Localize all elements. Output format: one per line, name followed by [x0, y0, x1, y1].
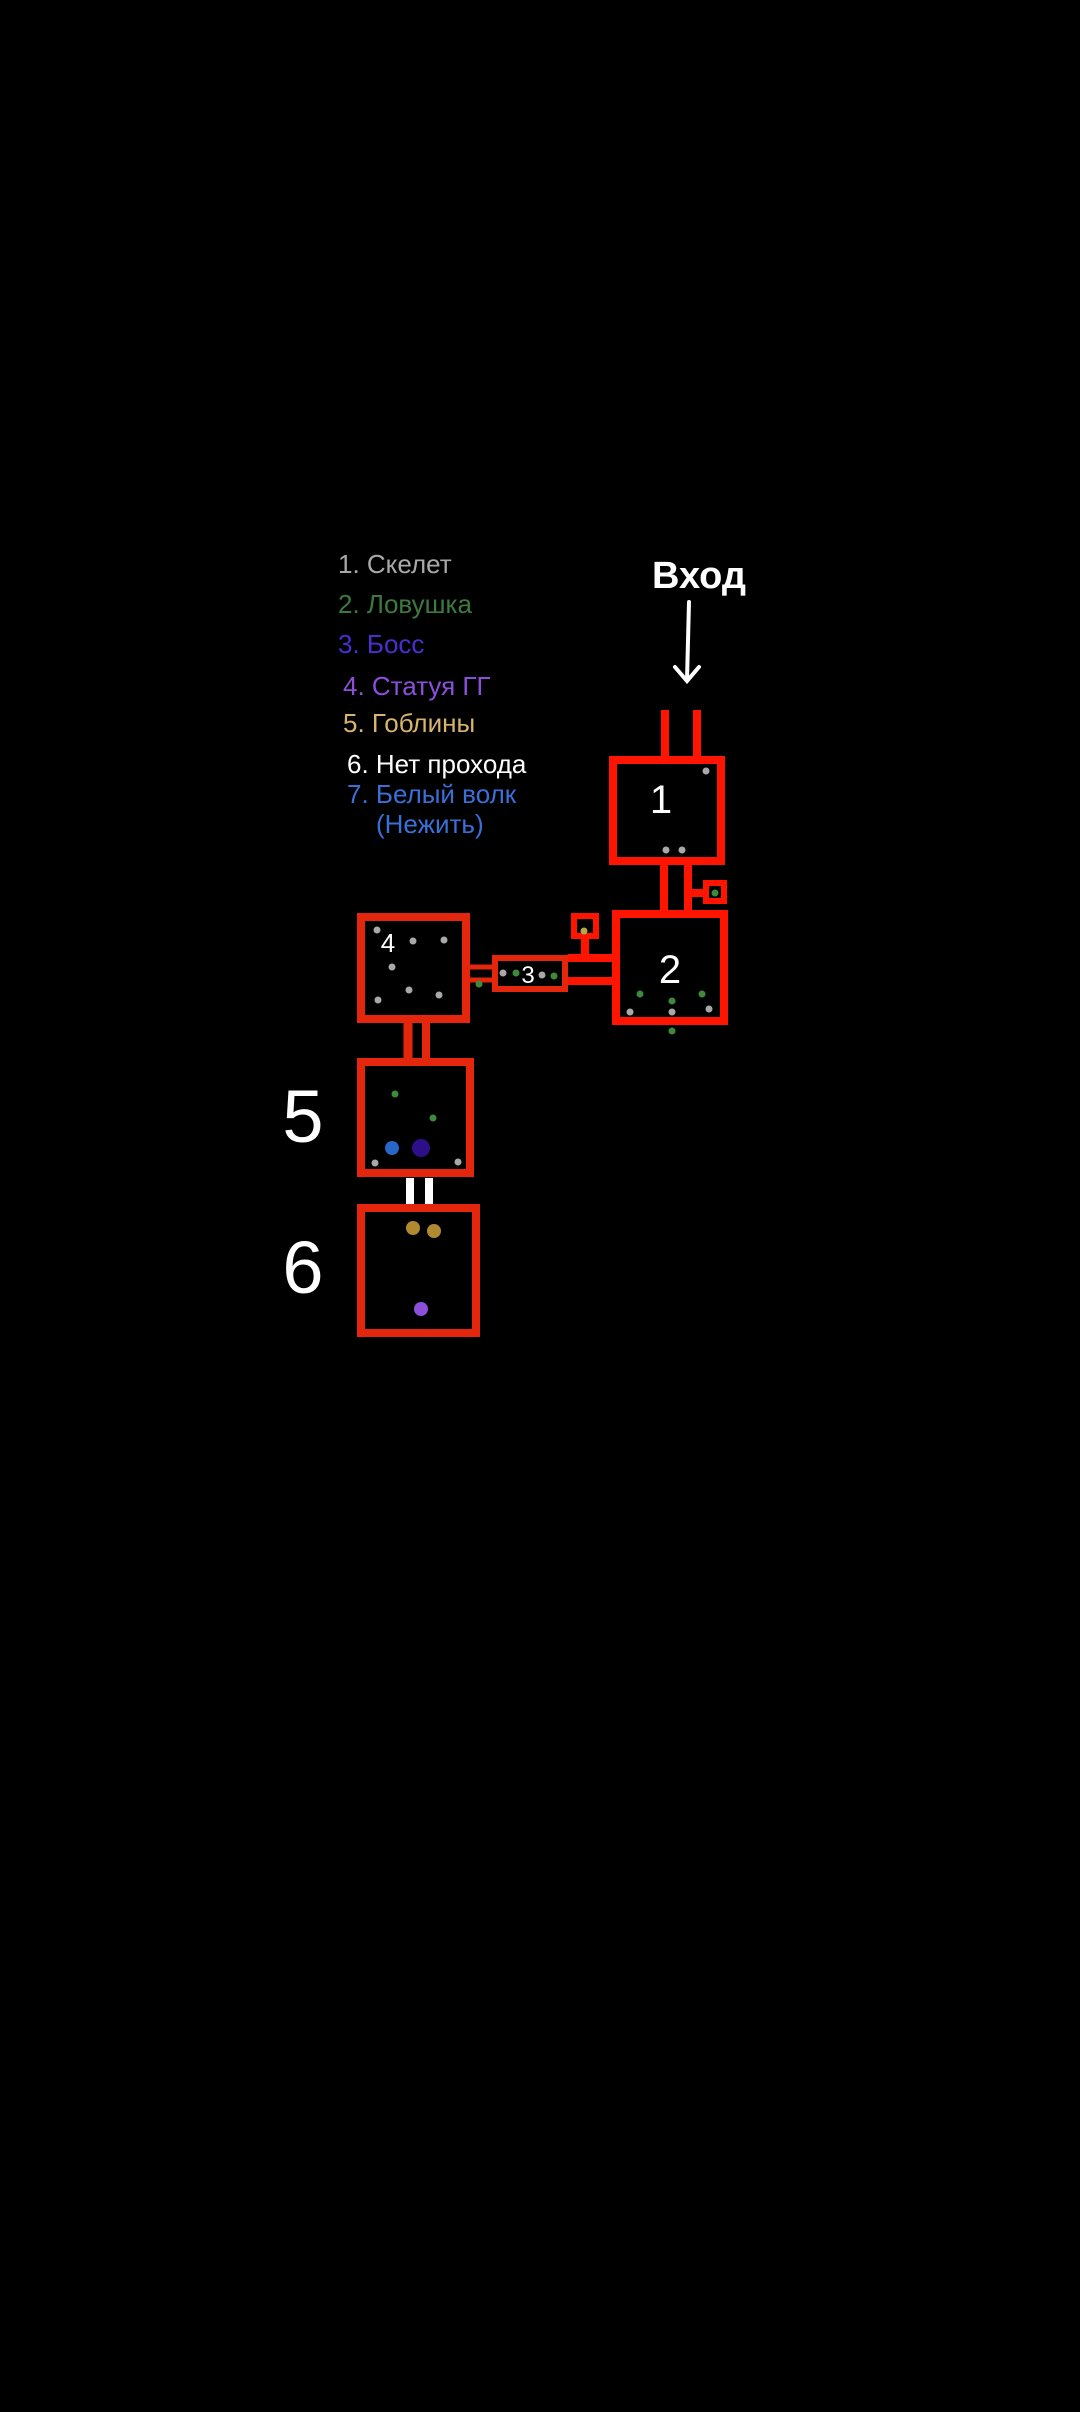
room-6-label: 6: [282, 1226, 323, 1309]
legend-white-wolf: 7. Белый волк: [347, 779, 517, 809]
legend: 1. Скелет 2. Ловушка 3. Босс 4. Статуя Г…: [338, 549, 527, 839]
side-room-2: [571, 913, 599, 939]
walls-lower: [357, 913, 568, 1337]
room-1: [609, 756, 725, 865]
goblin-marker: [406, 1221, 420, 1235]
room-2: [612, 910, 728, 1025]
legend-statue: 4. Статуя ГГ: [343, 671, 491, 701]
goblin-marker-small: [580, 927, 588, 935]
legend-boss: 3. Босс: [338, 629, 424, 659]
boss-marker: [412, 1139, 430, 1157]
entrance-label: Вход: [652, 555, 746, 597]
no-passage-bars: [406, 1178, 433, 1204]
room-5: [357, 1058, 474, 1177]
room-labels: 1 2 3 4 5 6: [282, 778, 681, 1309]
room-3-label: 3: [521, 962, 534, 989]
legend-skeleton: 1. Скелет: [338, 549, 452, 579]
room-4-label: 4: [381, 928, 395, 958]
walls-upper: [568, 710, 728, 1025]
statue-marker: [414, 1302, 428, 1316]
room-6: [357, 1204, 480, 1337]
legend-trap: 2. Ловушка: [338, 589, 472, 619]
room-4: [357, 913, 470, 1023]
room-2-label: 2: [659, 948, 681, 992]
goblin-marker: [427, 1224, 441, 1238]
trap-markers: [391, 889, 719, 1122]
legend-goblins: 5. Гоблины: [343, 708, 475, 738]
legend-undead: (Нежить): [376, 809, 484, 839]
entrance-arrow-icon: [673, 600, 701, 685]
room-1-label: 1: [650, 778, 672, 822]
white-wolf-marker: [385, 1141, 399, 1155]
legend-no-passage: 6. Нет прохода: [347, 749, 527, 779]
skeleton-markers: [371, 767, 713, 1167]
side-room-1: [703, 880, 727, 904]
room-5-label: 5: [282, 1075, 323, 1158]
room-3: [492, 955, 568, 992]
